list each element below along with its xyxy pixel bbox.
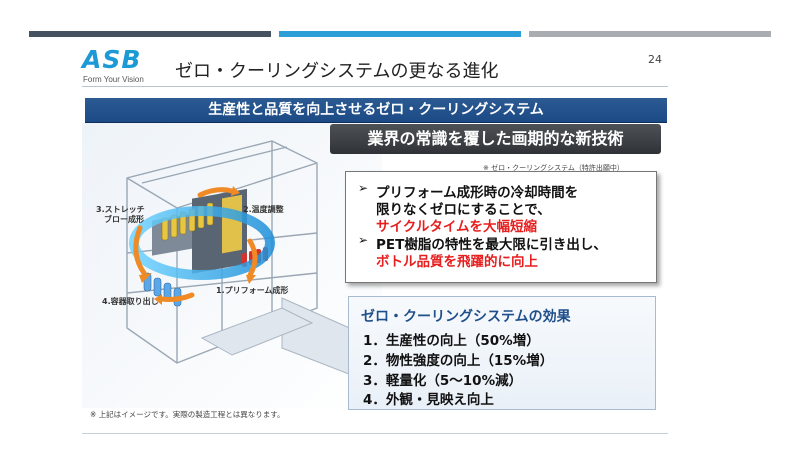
- label-container-removal: 4.容器取り出し: [102, 297, 159, 306]
- label-preform-molding: 1.プリフォーム成形: [216, 286, 289, 295]
- logo-tagline: Form Your Vision: [83, 75, 144, 84]
- bullet-2-line-1: PET樹脂の特性を最大限に引き出し、: [376, 237, 607, 253]
- label-temperature-conditioning: 2.温度調整: [243, 205, 284, 214]
- bottom-divider: [82, 433, 668, 434]
- top-bar-segment-2: [279, 31, 521, 37]
- asb-logo: ASB Form Your Vision: [82, 45, 168, 89]
- top-bar-segment-3: [529, 31, 771, 37]
- slide-title: ゼロ・クーリングシステムの更なる進化: [175, 61, 499, 82]
- patent-note: ※ ゼロ・クーリングシステム（特許出願中）: [483, 164, 624, 172]
- machine-diagram: 3.ストレッチ ブロー成形 2.温度調整 4.容器取り出し 1.プリフォーム成形: [82, 123, 382, 408]
- effect-item-2: 2．物性強度の向上（15%増）: [363, 353, 554, 369]
- tech-description-box: ※ ゼロ・クーリングシステム（特許出願中） ➢ プリフォーム成形時の冷却時間を …: [345, 164, 657, 283]
- footnote: ※ 上記はイメージです。実際の製造工程とは異なります。: [90, 410, 285, 419]
- title-divider: [82, 86, 668, 87]
- bullet-arrow-icon: ➢: [358, 233, 369, 247]
- effects-title: ゼロ・クーリングシステムの効果: [361, 309, 571, 325]
- effects-box: ゼロ・クーリングシステムの効果 1．生産性の向上（50%増） 2．物性強度の向上…: [348, 296, 656, 410]
- bullet-1-line-3: サイクルタイムを大幅短縮: [376, 219, 538, 235]
- effect-item-3: 3．軽量化（5～10%減）: [363, 373, 523, 389]
- machine-illustration: [82, 123, 382, 408]
- bullet-1-line-2: 限りなくゼロにすることで、: [376, 202, 551, 218]
- page-number: 24: [648, 53, 662, 66]
- effect-item-4: 4．外観・見映え向上: [363, 392, 494, 408]
- top-bar-segment-1: [29, 31, 271, 37]
- tech-heading: 業界の常識を覆した画期的な新技術: [330, 124, 661, 154]
- label-stretch-blow-2: ブロー成形: [104, 215, 144, 224]
- effect-item-1: 1．生産性の向上（50%増）: [363, 333, 540, 349]
- bullet-arrow-icon: ➢: [358, 181, 369, 195]
- logo-text: ASB: [82, 45, 142, 74]
- label-stretch-blow-1: 3.ストレッチ: [96, 205, 145, 214]
- bullet-2-line-2: ボトル品質を飛躍的に向上: [376, 254, 538, 270]
- section-banner: 生産性と品質を向上させるゼロ・クーリングシステム: [85, 98, 667, 123]
- bullet-1-line-1: プリフォーム成形時の冷却時間を: [376, 185, 579, 201]
